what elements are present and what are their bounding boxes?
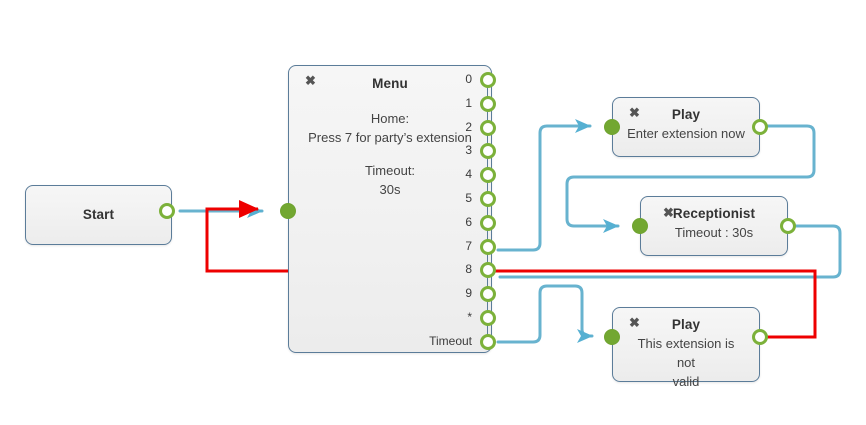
port-menu-9[interactable] xyxy=(480,286,496,303)
port-label-2: 2 xyxy=(465,119,472,134)
node-menu-line1: Home: xyxy=(370,111,410,126)
port-menu-0[interactable] xyxy=(480,72,496,88)
node-play1-title: Play xyxy=(671,107,701,122)
node-receptionist-body: Timeout : 30s xyxy=(674,225,754,240)
port-label-8: 8 xyxy=(465,262,472,277)
node-menu-line2: Press 7 for party’s extension xyxy=(308,130,472,145)
port-play2-input[interactable] xyxy=(604,329,620,345)
port-label-9: 9 xyxy=(465,286,472,301)
node-menu-body: Home: Press 7 for party’s extension Time… xyxy=(289,109,491,199)
node-menu-title: Menu xyxy=(372,76,408,91)
node-play-enter-extension[interactable]: ✖ Play Enter extension now xyxy=(612,97,760,157)
port-menu-2[interactable] xyxy=(480,119,496,136)
node-play2-body-line2: valid xyxy=(672,374,700,389)
port-menu-timeout[interactable] xyxy=(480,333,496,350)
node-menu[interactable]: ✖ Menu Home: Press 7 for party’s extensi… xyxy=(288,65,492,353)
port-play1-output[interactable] xyxy=(752,119,768,135)
close-icon[interactable]: ✖ xyxy=(305,73,316,88)
port-label-*: * xyxy=(467,310,472,324)
port-menu-6[interactable] xyxy=(480,214,496,231)
node-play1-body: Enter extension now xyxy=(627,126,745,141)
port-label-7: 7 xyxy=(465,238,472,253)
port-label-Timeout: Timeout xyxy=(429,333,472,348)
node-start[interactable]: Start xyxy=(25,185,172,245)
node-play-invalid-extension[interactable]: ✖ Play This extension is not valid xyxy=(612,307,760,389)
port-label-0: 0 xyxy=(465,72,472,86)
node-menu-line3: Timeout: xyxy=(364,163,416,178)
port-start-output[interactable] xyxy=(159,203,175,219)
port-play2-output[interactable] xyxy=(752,329,768,345)
port-menu-4[interactable] xyxy=(480,167,496,184)
port-menu-1[interactable] xyxy=(480,95,496,112)
wire-menu-timeout-to-play2 xyxy=(496,284,594,344)
close-icon[interactable]: ✖ xyxy=(629,105,640,120)
port-label-3: 3 xyxy=(465,143,472,158)
node-receptionist-title: Receptionist xyxy=(672,206,756,221)
close-icon[interactable]: ✖ xyxy=(663,205,674,220)
port-receptionist-output[interactable] xyxy=(780,218,796,234)
port-menu-3[interactable] xyxy=(480,143,496,160)
port-menu-5[interactable] xyxy=(480,191,496,207)
port-label-1: 1 xyxy=(465,95,472,110)
node-play2-body: This extension is not valid xyxy=(613,334,759,391)
port-play1-input[interactable] xyxy=(604,119,620,135)
port-menu-input[interactable] xyxy=(280,203,296,219)
menu-port-rail xyxy=(487,78,488,346)
port-menu-[interactable] xyxy=(480,310,496,326)
node-menu-line4: 30s xyxy=(379,182,401,197)
port-menu-7[interactable] xyxy=(480,238,496,255)
port-label-6: 6 xyxy=(465,214,472,229)
wire-menu7-to-play1 xyxy=(496,119,592,252)
port-receptionist-input[interactable] xyxy=(632,218,648,234)
port-label-4: 4 xyxy=(465,167,472,182)
close-icon[interactable]: ✖ xyxy=(629,315,640,330)
node-play2-body-line1: This extension is not xyxy=(637,336,735,370)
port-menu-8[interactable] xyxy=(480,262,496,279)
port-label-5: 5 xyxy=(465,191,472,205)
node-start-title: Start xyxy=(82,207,115,222)
node-receptionist[interactable]: ✖ Receptionist Timeout : 30s xyxy=(640,196,788,256)
node-play2-title: Play xyxy=(671,317,701,332)
